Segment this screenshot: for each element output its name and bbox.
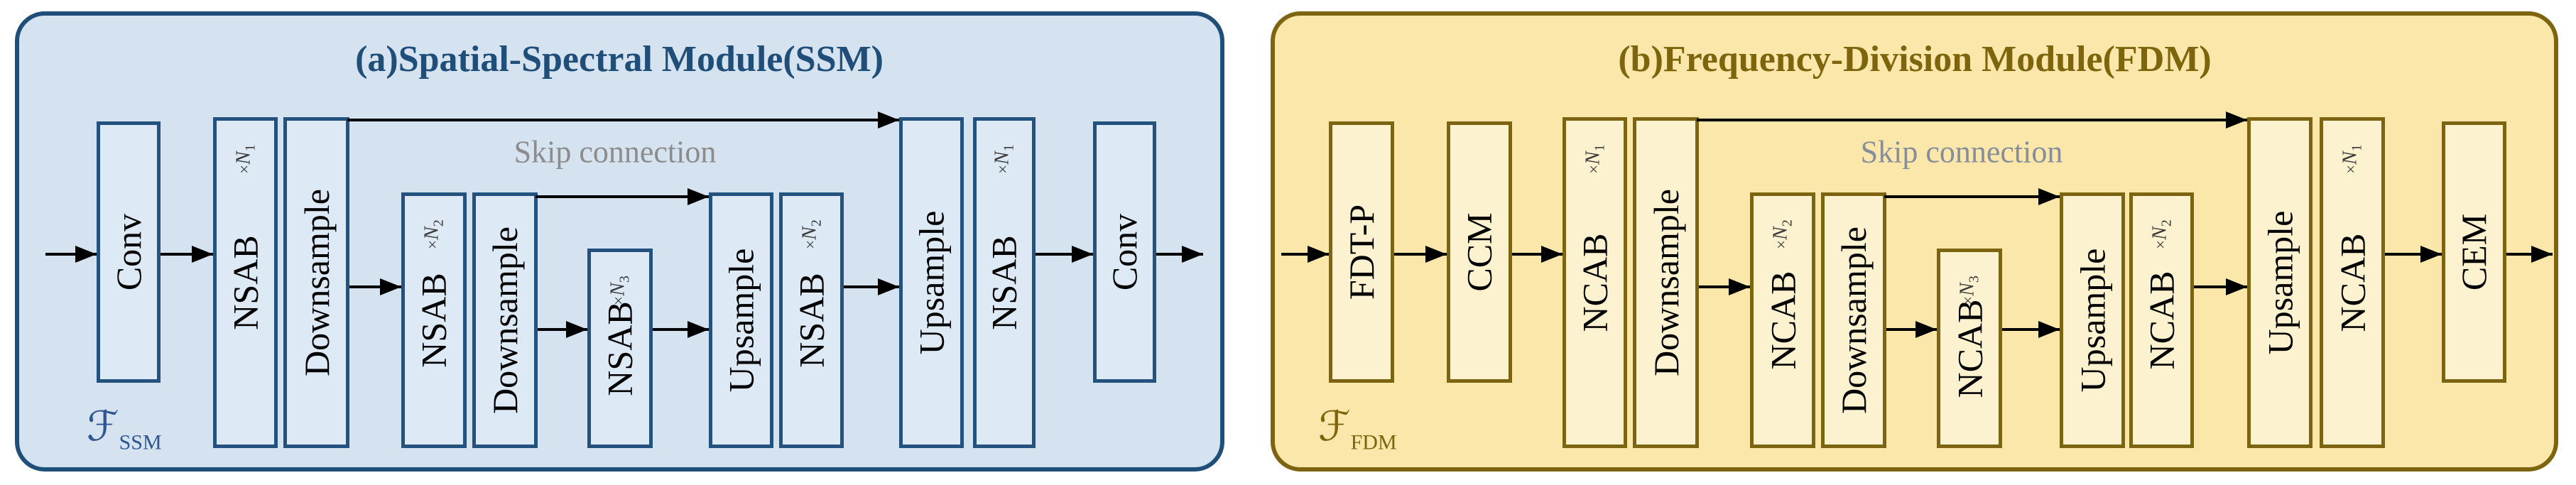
block-ssm-upsample2: Upsample — [899, 117, 964, 448]
block-fdm-ncab-bottleneck: NCAB ×N3 — [1937, 249, 2002, 448]
panel-title-fdm: (b)Frequency-Division Module(FDM) — [1618, 39, 2212, 80]
script-f-subscript: SSM — [119, 430, 162, 454]
block-ssm-conv-in: Conv — [97, 121, 161, 383]
block-fdm-ncab-enc1: NCAB ×N1 — [1563, 117, 1627, 448]
block-ssm-nsab-dec2: NSAB ×N2 — [779, 192, 844, 448]
block-fdm-upsample1: Upsample — [2060, 192, 2125, 448]
panel-title-ssm: (a)Spatial-Spectral Module(SSM) — [355, 39, 884, 80]
feature-map-label-fdm: ℱFDM — [1318, 402, 1397, 455]
block-fdm-cem: CEM — [2442, 121, 2506, 383]
feature-map-label-ssm: ℱSSM — [87, 402, 162, 455]
block-fdm-upsample2: Upsample — [2247, 117, 2313, 448]
block-ssm-nsab-enc1: NSAB ×N1 — [213, 117, 278, 448]
block-ssm-nsab-enc2: NSAB ×N2 — [401, 192, 467, 448]
block-ssm-downsample1: Downsample — [283, 117, 349, 448]
block-fdm-downsample2: Downsample — [1821, 192, 1886, 448]
block-fdm-downsample1: Downsample — [1633, 117, 1699, 448]
block-ssm-nsab-bottleneck: NSAB ×N3 — [587, 249, 653, 448]
script-f-symbol: ℱ — [87, 402, 119, 450]
script-f-symbol: ℱ — [1318, 402, 1351, 450]
block-ssm-conv-out: Conv — [1093, 121, 1156, 383]
skip-connection-label-fdm: Skip connection — [1860, 134, 2063, 170]
script-f-subscript: FDM — [1350, 430, 1397, 454]
block-fdm-ncab-dec1: NCAB ×N1 — [2320, 117, 2385, 448]
block-ssm-downsample2: Downsample — [472, 192, 538, 448]
block-ssm-nsab-dec1: NSAB ×N1 — [973, 117, 1036, 448]
block-fdm-fdtp: FDT-P — [1329, 121, 1394, 383]
skip-connection-label-ssm: Skip connection — [513, 134, 717, 170]
block-fdm-ncab-dec2: NCAB ×N2 — [2129, 192, 2194, 448]
block-fdm-ccm: CCM — [1447, 121, 1512, 383]
block-ssm-upsample1: Upsample — [709, 192, 773, 448]
block-fdm-ncab-enc2: NCAB ×N2 — [1750, 192, 1815, 448]
